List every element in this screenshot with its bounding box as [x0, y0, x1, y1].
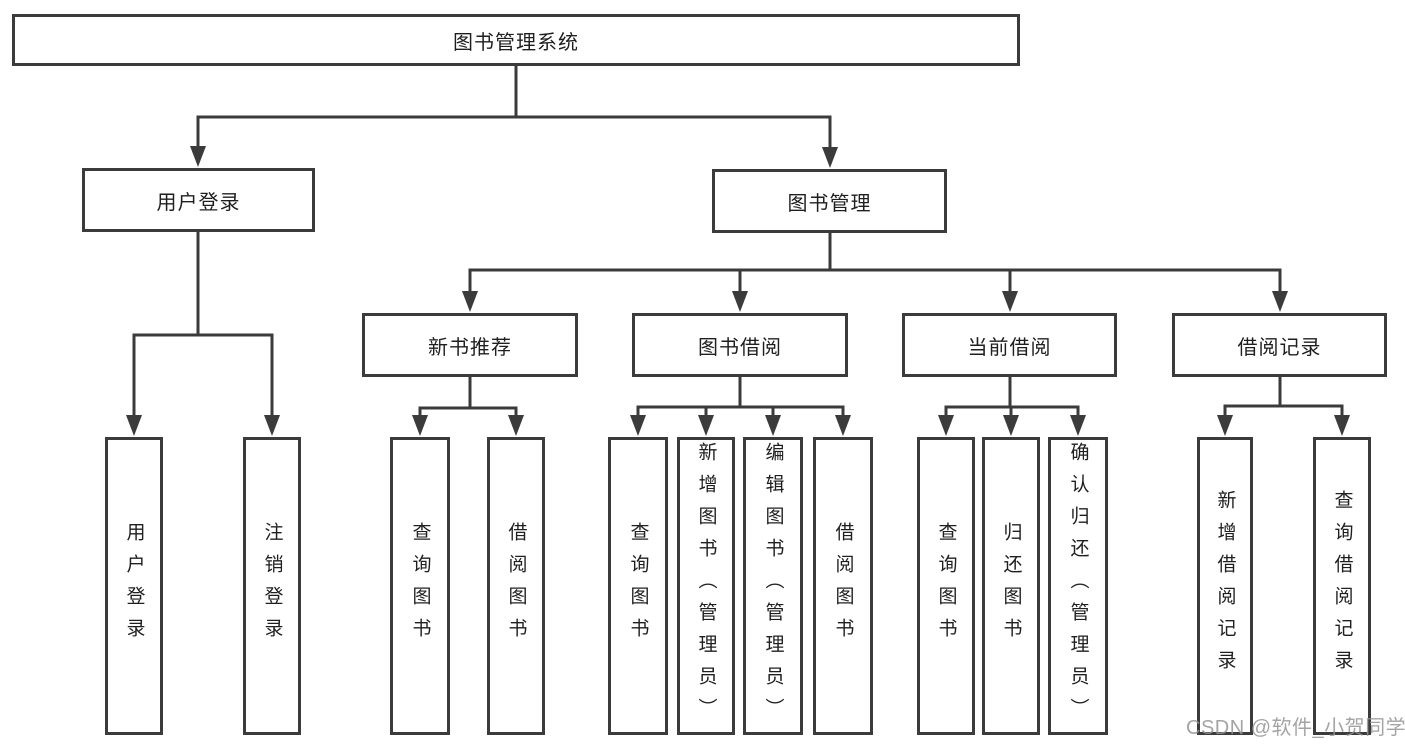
arrow-icon [508, 415, 524, 436]
leaf-confirm-return-admin: 确认归还（管理员） [1048, 437, 1108, 735]
edge-newbooks-to-leaves [418, 375, 518, 421]
arrow-icon [462, 291, 478, 312]
edge-userlogin-to-leaves [132, 230, 274, 421]
edge-root-to-level1 [196, 64, 832, 153]
leaf-edit-book-admin: 编辑图书（管理员） [743, 437, 803, 735]
leaf-logout: 注销登录 [243, 437, 301, 735]
edge-bookborrow-to-leaves [636, 375, 845, 421]
arrow-icon [1217, 415, 1233, 436]
leaf-return-books: 归还图书 [982, 437, 1040, 735]
arrow-icon [630, 415, 646, 436]
leaf-query-books: 查询图书 [390, 437, 450, 735]
arrow-icon [732, 291, 748, 312]
arrow-icon [1002, 291, 1018, 312]
arrow-icon [938, 415, 954, 436]
node-current-borrow: 当前借阅 [902, 313, 1117, 377]
edge-bookmgmt-to-level2 [468, 231, 1282, 297]
edge-records-to-leaves [1223, 375, 1344, 421]
leaf-borrow-books-2: 借阅图书 [813, 437, 873, 735]
csdn-watermark: CSDN @软件_小贺同学 [1186, 717, 1405, 739]
node-user-login: 用户登录 [82, 168, 315, 232]
node-book-management: 图书管理 [712, 169, 947, 233]
arrow-icon [126, 415, 142, 436]
node-borrow-records: 借阅记录 [1172, 313, 1387, 377]
arrow-icon [1003, 415, 1019, 436]
leaf-add-book-admin: 新增图书（管理员） [677, 437, 735, 735]
arrow-icon [835, 415, 851, 436]
edge-currentborrow-to-leaves [944, 375, 1080, 421]
arrow-icon [822, 147, 838, 168]
leaf-user-login: 用户登录 [105, 437, 163, 735]
arrow-icon [1334, 415, 1350, 436]
node-root: 图书管理系统 [12, 14, 1020, 66]
leaf-query-books-3: 查询图书 [917, 437, 975, 735]
node-book-borrow: 图书借阅 [632, 313, 848, 377]
leaf-query-books-2: 查询图书 [608, 437, 668, 735]
node-new-book-recommend: 新书推荐 [362, 313, 578, 377]
arrow-icon [1070, 415, 1086, 436]
leaf-add-borrow-record: 新增借阅记录 [1197, 437, 1253, 735]
leaf-borrow-books: 借阅图书 [487, 437, 545, 735]
arrow-icon [412, 415, 428, 436]
arrow-icon [264, 415, 280, 436]
arrow-icon [765, 415, 781, 436]
leaf-query-borrow-record: 查询借阅记录 [1313, 437, 1371, 735]
arrow-icon [698, 415, 714, 436]
arrow-icon [1272, 291, 1288, 312]
arrow-icon [190, 146, 206, 167]
